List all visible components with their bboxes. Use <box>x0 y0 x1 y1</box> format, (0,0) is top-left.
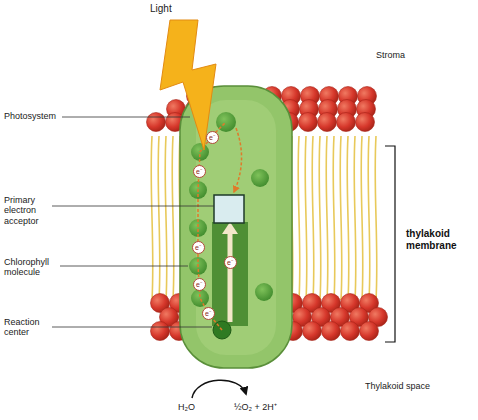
phospholipid-head <box>318 113 337 132</box>
inner-band <box>212 222 248 326</box>
membrane-bracket <box>385 146 395 342</box>
leader-line <box>62 117 190 118</box>
electron-circle: e⁻ <box>206 131 219 144</box>
electron-symbol: e⁻ <box>209 134 215 141</box>
electron-path <box>234 128 242 192</box>
lipid-tail <box>158 136 160 300</box>
phospholipid-head <box>341 322 360 341</box>
membrane-label: thylakoid membrane <box>406 228 472 251</box>
electron-circle: e⁻ <box>202 307 215 320</box>
lipid-tail <box>375 136 377 300</box>
light-label: Light <box>150 3 172 15</box>
phospholipid-head <box>356 113 375 132</box>
photosystem-highlight <box>196 100 276 355</box>
electron-symbol: e⁻ <box>196 168 202 175</box>
part-label: Photosystem <box>4 111 56 121</box>
leader-line <box>60 266 188 267</box>
water-split-arrow <box>192 380 246 398</box>
phospholipid-head <box>303 322 322 341</box>
chlorophyll-molecule <box>255 283 273 301</box>
lipid-tail <box>298 136 300 300</box>
electron-symbol: e⁻ <box>195 244 201 251</box>
leader-line <box>52 206 214 207</box>
phospholipid-head <box>151 322 170 341</box>
electron-circle: e⁻ <box>224 256 237 269</box>
space-label: Thylakoid space <box>365 381 430 391</box>
electron-path <box>198 122 226 330</box>
product-label: ½O₂ + 2H⁺ <box>234 402 277 412</box>
lipid-tail <box>319 136 321 300</box>
phospholipid-head <box>337 113 356 132</box>
lipid-tail <box>340 136 342 300</box>
part-label: Primary electron acceptor <box>4 195 54 226</box>
electron-symbol: e⁻ <box>227 259 233 266</box>
part-label: Chlorophyll molecule <box>4 257 60 278</box>
electron-symbol: e⁻ <box>196 281 202 288</box>
stroma-label: Stroma <box>376 50 405 60</box>
lipid-tail <box>326 136 328 300</box>
electron-symbol: e⁻ <box>205 310 211 317</box>
leader-lines <box>52 117 214 327</box>
part-label: Reaction center <box>4 317 54 338</box>
lipid-tail <box>333 136 335 300</box>
phospholipid-head <box>360 322 379 341</box>
light-bolt <box>160 20 216 150</box>
lipid-tail <box>361 136 363 300</box>
lipid-tail <box>165 136 167 300</box>
electron-circle: e⁻ <box>192 241 205 254</box>
phospholipid-head <box>299 113 318 132</box>
lipid-tail <box>172 136 174 300</box>
electron-circle: e⁻ <box>193 278 206 291</box>
phospholipid-head <box>147 113 166 132</box>
lipid-tail <box>368 136 370 300</box>
energy-arrow-shaft <box>228 232 233 322</box>
primary-acceptor-box <box>214 195 244 223</box>
phospholipid-head <box>322 322 341 341</box>
lipid-tail <box>354 136 356 300</box>
electron-circle: e⁻ <box>193 165 206 178</box>
lipid-tail <box>151 136 153 300</box>
lipid-tail <box>347 136 349 300</box>
lipid-tail <box>312 136 314 300</box>
molecule-label: H₂O <box>178 402 195 412</box>
leader-line <box>52 327 212 328</box>
chlorophyll-molecule <box>251 169 269 187</box>
energy-arrow-head <box>222 222 238 234</box>
lipid-tail <box>305 136 307 300</box>
